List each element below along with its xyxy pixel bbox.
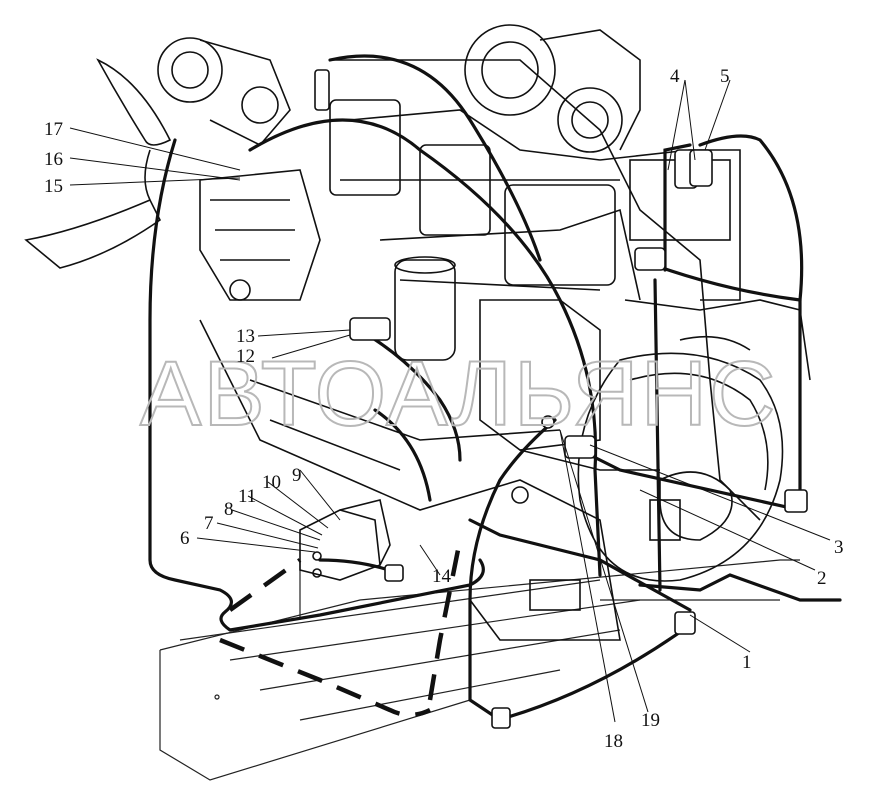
callout-1: 1 xyxy=(742,652,752,673)
callout-14: 14 xyxy=(432,566,452,587)
turbocharger xyxy=(464,24,641,153)
leader-lines xyxy=(69,79,831,723)
injection-pump xyxy=(199,169,321,301)
callout-4: 4 xyxy=(670,66,680,87)
connectors xyxy=(314,69,808,729)
callout-16: 16 xyxy=(44,149,63,170)
callout-19: 19 xyxy=(641,710,660,731)
dashed-harness xyxy=(219,539,463,718)
callout-2: 2 xyxy=(817,568,827,589)
control-box xyxy=(299,499,391,581)
callout-8: 8 xyxy=(224,499,234,520)
engine-block xyxy=(199,59,811,641)
chassis-frame xyxy=(159,559,800,781)
callout-labels: 1 2 3 4 5 6 7 8 9 10 11 12 13 14 15 16 1… xyxy=(44,66,844,752)
callout-7: 7 xyxy=(204,513,214,534)
callout-11: 11 xyxy=(238,486,256,507)
fan xyxy=(24,58,172,269)
flywheel-housing xyxy=(577,335,784,582)
callout-9: 9 xyxy=(292,465,302,486)
callout-10: 10 xyxy=(262,472,281,493)
watermark: АВТОАЛЬЯНС xyxy=(140,343,778,445)
callout-13: 13 xyxy=(236,326,255,347)
callout-15: 15 xyxy=(44,176,63,197)
wiring-harness xyxy=(148,54,842,722)
callout-5: 5 xyxy=(720,66,730,87)
fuel-filter xyxy=(394,256,456,361)
callout-6: 6 xyxy=(180,528,190,549)
ac-compressor xyxy=(157,37,291,146)
callout-3: 3 xyxy=(834,537,844,558)
callout-12: 12 xyxy=(236,346,255,367)
callout-17: 17 xyxy=(44,119,63,140)
callout-18: 18 xyxy=(604,731,623,752)
